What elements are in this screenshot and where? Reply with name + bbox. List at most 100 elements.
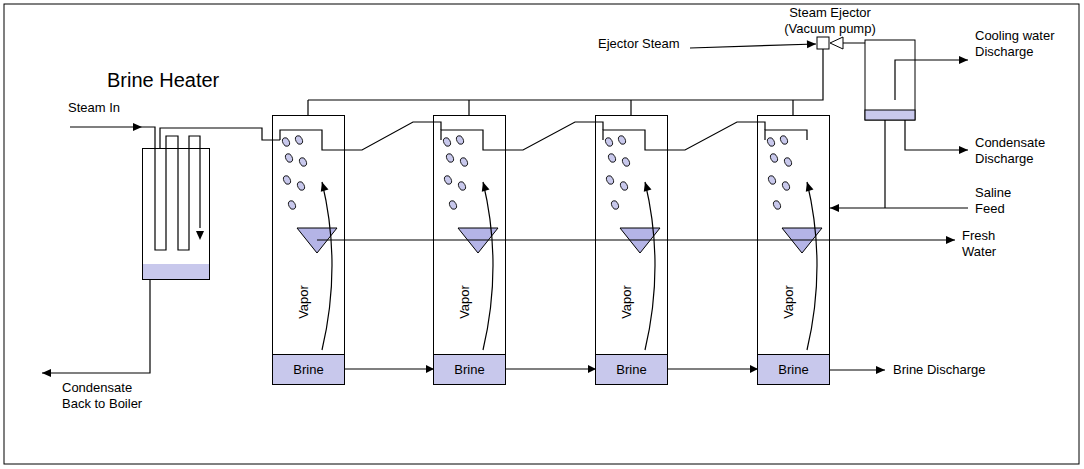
droplet [781,181,791,192]
droplet [621,157,631,168]
droplet [459,157,469,168]
droplet [769,153,779,164]
droplet [617,135,627,146]
steam-ejector [817,37,829,49]
condenser [865,40,915,120]
arrow-head [644,182,652,192]
droplet [457,181,467,192]
condensate-pool [142,264,210,280]
droplet [287,200,297,211]
brine-heater: Brine Heater [142,148,210,280]
droplet [448,200,458,211]
interstage-pipe [645,122,765,150]
flash-stage: VaporBrine [433,115,506,385]
vapor-label: Vapor [296,285,312,319]
process-label: Condensate Discharge [975,135,1057,167]
ejector-steam-arrow [690,44,816,48]
vapor-label: Vapor [457,285,473,319]
arrow-head [806,182,814,192]
cooling-water-arrow [895,60,968,100]
heater-coil [142,127,200,250]
vapor-arrow [322,182,332,350]
droplet [281,137,291,148]
arrow-head [42,369,51,377]
droplet [772,200,782,211]
ejector-nozzle [830,37,843,49]
droplet [783,157,793,168]
process-label: Cooling water Discharge [975,28,1067,60]
vapor-arrow [807,182,817,350]
droplet [607,153,617,164]
vapor-arrow [645,182,655,350]
vapor-label: Vapor [619,285,635,319]
droplet [284,153,294,164]
brine-pool: Brine [596,354,667,384]
saline-pipe [884,120,885,208]
arrow-head [482,182,490,192]
droplet [779,135,789,146]
droplet [445,153,455,164]
droplet [296,181,306,192]
brine-pool: Brine [758,354,829,384]
brine-label: Brine [616,362,646,377]
brine-flow-arrow [667,368,758,369]
process-label: Steam Ejector (Vacuum pump) [775,5,885,37]
condensate-pool [865,110,915,120]
droplet [767,175,777,186]
droplet [455,135,465,146]
interstage-pipe [322,122,441,150]
arrow-head [133,123,142,131]
brine-pool: Brine [273,354,344,384]
heater-title: Brine Heater [107,69,219,91]
condensate-return-arrow [42,280,150,373]
arrow-head [946,236,955,244]
interstage-pipe [483,122,603,150]
process-label: Condensate Back to Boiler [62,380,162,412]
process-label: Brine Discharge [893,362,1013,378]
vent-pipe [307,100,308,115]
brine-label: Brine [778,362,808,377]
arrow-head [959,56,968,64]
arrow-head [876,366,885,374]
flash-stage: VaporBrine [272,115,345,385]
frame [4,4,1079,464]
brine-label: Brine [293,362,323,377]
arrow-head [807,40,816,48]
vent-pipe [792,100,793,115]
brine-flow-arrow [344,368,434,369]
fresh-water-arrow [317,239,955,240]
arrow-head [830,204,839,212]
vapor-label: Vapor [781,285,797,319]
droplet [282,175,292,186]
vent-header [308,49,823,100]
brine-flow-arrow [505,368,596,369]
vent-pipe [468,100,469,115]
droplet [294,135,304,146]
process-label: Steam In [68,100,148,116]
droplet [443,175,453,186]
vapor-arrow [483,182,493,350]
droplet [298,157,308,168]
flash-stage: VaporBrine [757,115,830,385]
brine-feed-pipe [160,128,280,148]
droplet [766,137,776,148]
process-label: Saline Feed [975,185,1025,217]
condensate-discharge-arrow [905,120,968,150]
brine-label: Brine [454,362,484,377]
droplet [610,200,620,211]
droplet [605,175,615,186]
brine-pool: Brine [434,354,505,384]
saline-feed-arrow [830,207,968,208]
droplet [442,137,452,148]
arrow-head [959,146,968,154]
vent-pipe [630,100,631,115]
steam-in-arrow [70,126,142,127]
arrow-head [196,231,204,240]
droplet [619,181,629,192]
droplet [604,137,614,148]
arrow-head [321,182,329,192]
flash-stage: VaporBrine [595,115,668,385]
process-label: Fresh Water [962,228,1012,260]
process-label: Ejector Steam [598,36,688,52]
